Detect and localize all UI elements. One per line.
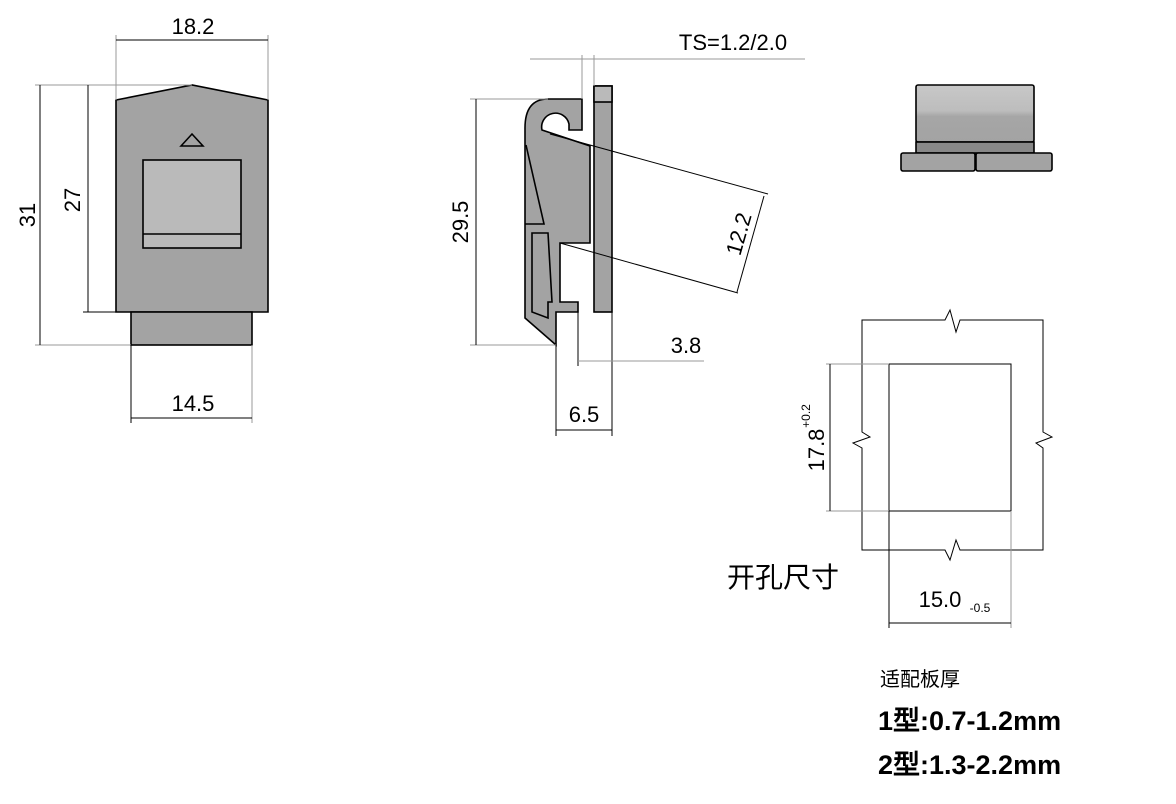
cutout-view: 17.8 +0.2 15.0 -0.5 开孔尺寸 (727, 308, 1054, 628)
front-view: 18.2 31 27 14.5 (15, 14, 269, 423)
notes-heading: 适配板厚 (880, 667, 960, 691)
dim-height-body: 27 (60, 188, 85, 212)
top-view (900, 84, 1053, 172)
side-view: TS=1.2/2.0 29.5 12.2 3.8 6.5 (448, 30, 805, 436)
notes-line-2: 2型:1.3-2.2mm (878, 750, 1061, 780)
dim-ts: TS=1.2/2.0 (679, 30, 787, 55)
dim-gap: 3.8 (671, 333, 702, 358)
dim-cutout-width: 15.0 (919, 587, 962, 612)
dim-slant: 12.2 (721, 210, 757, 258)
clip-profile (524, 98, 591, 347)
dim-cutout-height-tol: +0.2 (799, 404, 813, 428)
dim-cutout-height: 17.8 (804, 429, 829, 472)
dim-height: 29.5 (448, 201, 473, 244)
thickness-notes: 适配板厚 1型:0.7-1.2mm 2型:1.3-2.2mm (878, 667, 1061, 780)
latch-base (130, 311, 253, 346)
dim-width-bottom: 14.5 (172, 391, 215, 416)
panel-plate (593, 85, 613, 313)
dim-width-top: 18.2 (172, 14, 215, 39)
dim-depth: 6.5 (569, 402, 600, 427)
dim-height-total: 31 (15, 203, 40, 227)
cutout-hole (888, 363, 1012, 512)
up-arrow-icon (179, 132, 205, 147)
dim-cutout-width-tol: -0.5 (970, 601, 991, 615)
cutout-title: 开孔尺寸 (727, 561, 839, 594)
notes-line-1: 1型:0.7-1.2mm (878, 706, 1061, 736)
